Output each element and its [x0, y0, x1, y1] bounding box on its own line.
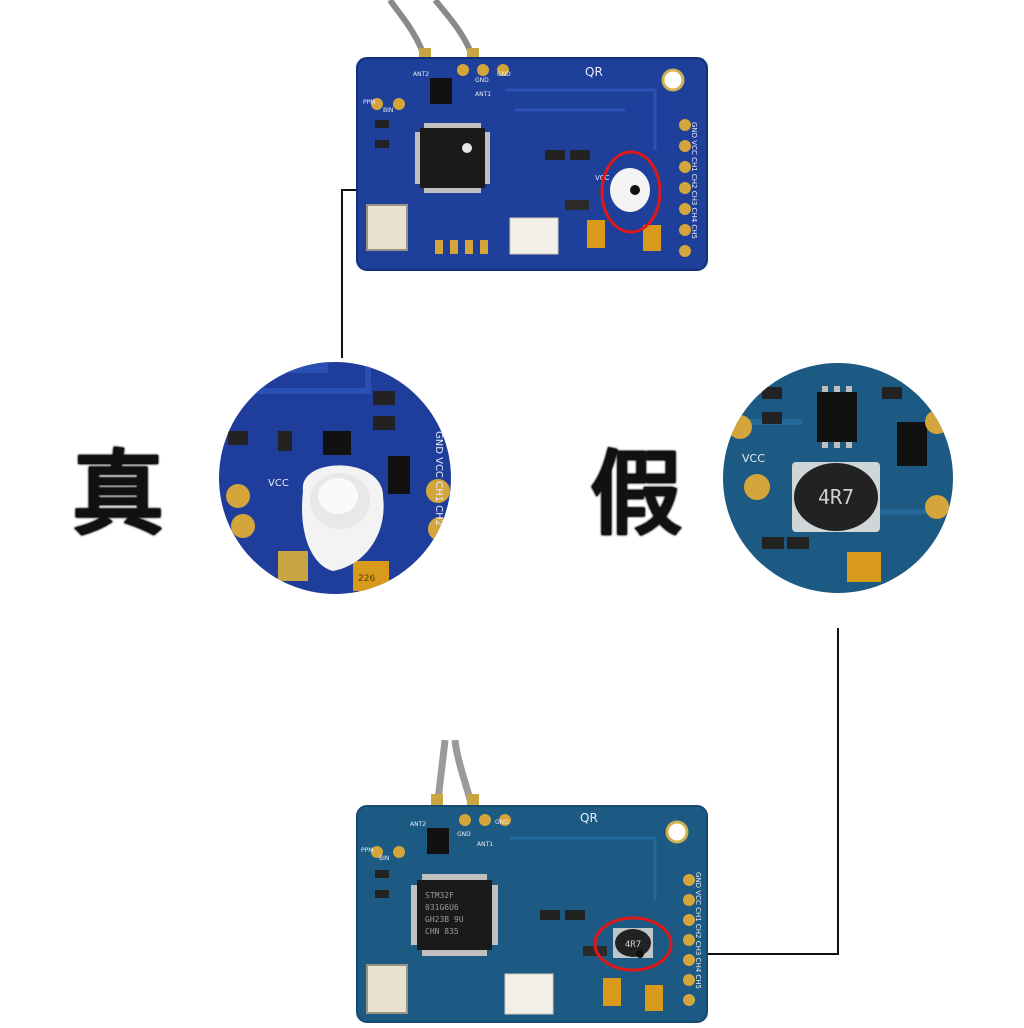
- tantalum-cap: [603, 978, 621, 1006]
- pin-column-label: GND VCC CH1 CH2: [433, 431, 444, 526]
- mcu-chip: [417, 880, 492, 950]
- genuine-receiver-board: QR ANT2 GND ANT1 GND PPM BIN VCC GND VCC…: [355, 0, 710, 280]
- pin-label: ANT2: [413, 71, 429, 78]
- fake-zoom-photo: 4R7 VCC: [723, 363, 953, 593]
- pin-column-label: GND VCC CH1 CH2 CH3 CH4 CH5: [694, 872, 702, 989]
- pin-label: GND: [475, 77, 489, 84]
- inductor: [794, 463, 878, 531]
- pin-label: PPM: [363, 99, 375, 106]
- jst-connector: [504, 973, 554, 1015]
- highlight-circle: [600, 150, 662, 234]
- crystal: [366, 964, 408, 1014]
- vcc-label: VCC: [268, 478, 289, 489]
- genuine-label: 真: [69, 438, 167, 551]
- ic-component: [817, 392, 857, 442]
- fake-board-photo: STM32F 031G6U6 GH23B 9U CHN 835 4R7 QR A…: [356, 739, 708, 1023]
- ic-component: [323, 431, 351, 455]
- jst-connector: [509, 217, 559, 255]
- pin-label: GND: [495, 819, 509, 826]
- chip-marking: CHN 835: [425, 927, 459, 936]
- diode: [388, 456, 410, 494]
- highlight-circle: [593, 916, 673, 972]
- pin-label: BIN: [379, 855, 389, 862]
- antenna-solder: [431, 794, 443, 808]
- chip-marking: GH23B 9U: [425, 915, 464, 924]
- fake-label: 假: [587, 438, 685, 551]
- pin-label: GND: [497, 71, 511, 78]
- genuine-board-photo: QR ANT2 GND ANT1 GND PPM BIN VCC GND VCC…: [356, 0, 708, 271]
- pin-label: ANT1: [475, 91, 491, 98]
- tantalum-cap: [847, 552, 881, 582]
- inductor: [615, 929, 651, 957]
- board-brand-text: QR: [585, 65, 603, 79]
- pin-label: BIN: [383, 107, 393, 114]
- connector-anchor-dot: [630, 185, 640, 195]
- chip-marking: STM32F: [425, 891, 454, 900]
- pin-label: PPM: [361, 847, 373, 854]
- cap-marking: 226: [358, 574, 375, 584]
- inductor-marking: 4R7: [818, 485, 854, 509]
- antenna-solder: [467, 794, 479, 808]
- crystal: [366, 204, 408, 251]
- genuine-zoom-photo: VCC GND VCC CH1 CH2 226: [219, 362, 451, 594]
- chip-marking: 031G6U6: [425, 903, 459, 912]
- tantalum-cap: [643, 225, 661, 251]
- inductor-marking: 4R7: [625, 940, 641, 950]
- mounting-hole: [665, 820, 689, 844]
- fake-receiver-board: STM32F 031G6U6 GH23B 9U CHN 835 4R7 QR A…: [355, 739, 710, 1024]
- tantalum-cap: [645, 985, 663, 1011]
- mcu-chip: [420, 128, 485, 188]
- genuine-zoom-circle: VCC GND VCC CH1 CH2 226: [218, 361, 452, 595]
- pin-label: GND: [457, 831, 471, 838]
- pin-label: ANT2: [410, 821, 426, 828]
- vcc-label: VCC: [742, 452, 765, 465]
- tantalum-cap: [587, 220, 605, 248]
- connector-anchor-dot: [636, 950, 644, 958]
- mounting-hole: [661, 68, 685, 92]
- pin-column-label: GND VCC CH1 CH2 CH3 CH4 CH5: [690, 122, 698, 239]
- pin-label: ANT1: [477, 841, 493, 848]
- board-brand-text: QR: [580, 811, 598, 825]
- diode: [897, 422, 927, 466]
- fake-zoom-circle: 4R7 VCC: [722, 362, 954, 594]
